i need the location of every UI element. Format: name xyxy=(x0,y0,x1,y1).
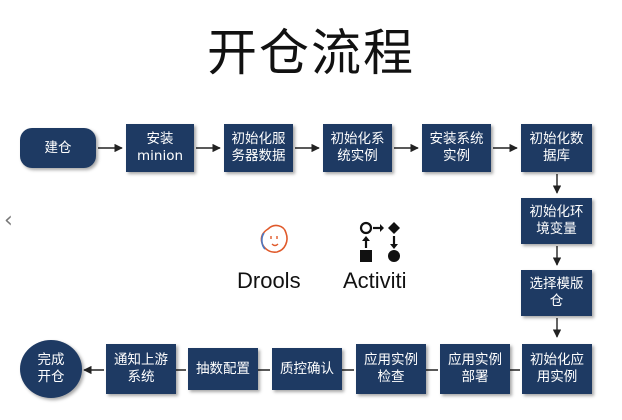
page-title: 开仓流程 xyxy=(207,24,415,82)
step-install-minion: 安装 minion xyxy=(126,124,194,172)
step-build-repo: 建仓 xyxy=(20,128,96,168)
activiti-logo-text: Activiti xyxy=(343,268,407,293)
activiti-logo-icon xyxy=(359,221,400,262)
step-extract-config: 抽数配置 xyxy=(188,348,258,390)
step-init-env-vars: 初始化环 境变量 xyxy=(521,198,592,244)
step-app-deploy: 应用实例 部署 xyxy=(440,344,510,394)
chevron-left-icon[interactable]: ‹ xyxy=(4,208,13,233)
step-app-check: 应用实例 检查 xyxy=(356,344,426,394)
step-select-template-repo: 选择模版 仓 xyxy=(521,270,592,316)
step-qc-confirm: 质控确认 xyxy=(272,348,342,390)
step-init-server-data: 初始化服 务器数据 xyxy=(224,124,293,172)
step-notify-upstream: 通知上游 系统 xyxy=(106,344,176,394)
step-init-database: 初始化数 据库 xyxy=(521,124,592,172)
step-init-app-instance: 初始化应 用实例 xyxy=(522,344,592,394)
step-init-system-instance: 初始化系 统实例 xyxy=(323,124,392,172)
drools-logo-text: Drools xyxy=(237,268,301,293)
drools-logo-icon xyxy=(260,224,288,253)
step-install-system-instance: 安装系统 实例 xyxy=(422,124,491,172)
step-complete: 完成 开仓 xyxy=(20,340,82,398)
